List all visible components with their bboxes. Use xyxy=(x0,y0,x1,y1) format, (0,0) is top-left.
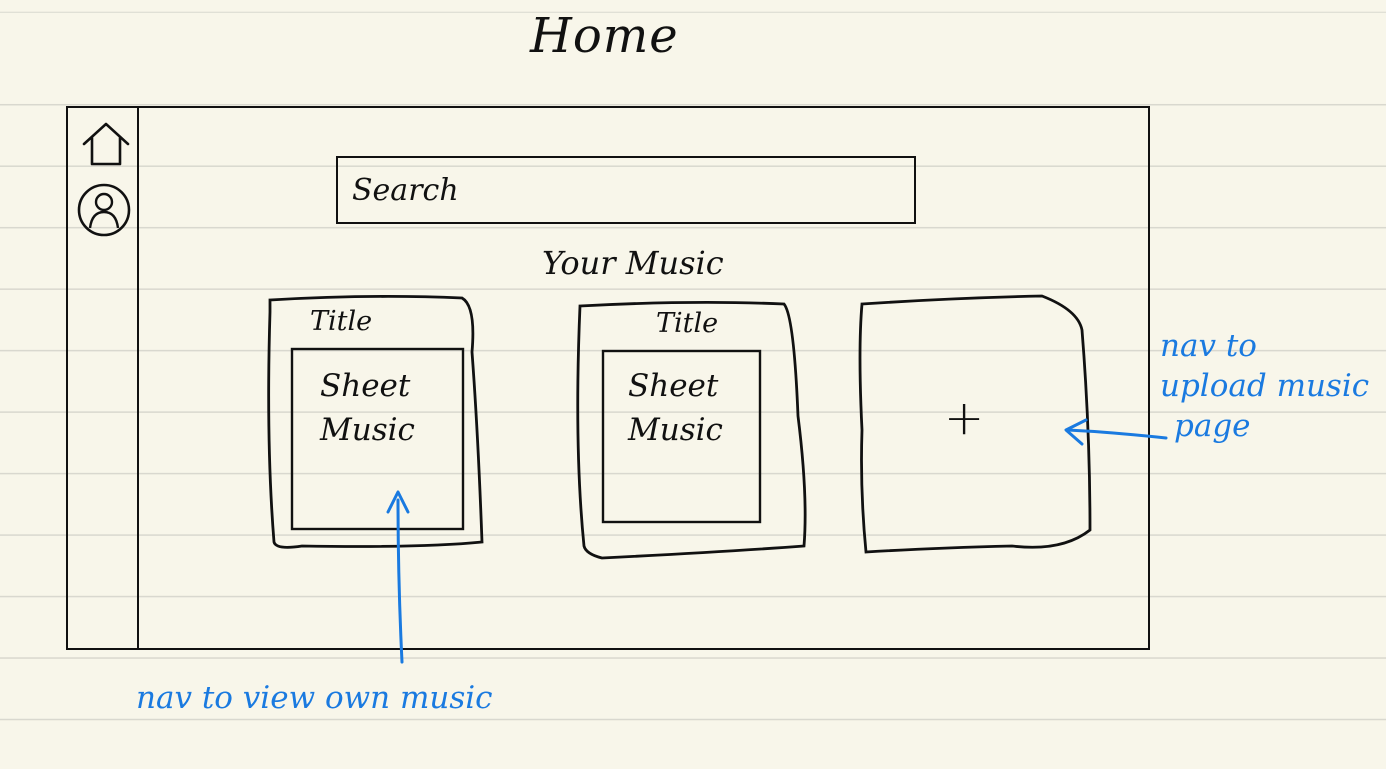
card-title: Title xyxy=(656,308,719,339)
annotation-line: upload music xyxy=(1160,368,1370,404)
upload-annotation: nav to upload music page xyxy=(1160,326,1369,446)
preview-line: Music xyxy=(628,412,723,448)
plus-icon: + xyxy=(944,390,985,446)
preview-line: Sheet xyxy=(628,368,719,404)
annotation-line: nav to xyxy=(1160,328,1257,364)
sheet-music-preview[interactable]: Sheet Music xyxy=(320,364,415,452)
preview-line: Music xyxy=(320,412,415,448)
sheet-music-preview[interactable]: Sheet Music xyxy=(628,364,723,452)
view-annotation: nav to view own music xyxy=(136,680,493,716)
music-card-1[interactable] xyxy=(262,292,492,556)
app-frame xyxy=(66,106,1150,650)
annotation-line: page xyxy=(1174,408,1251,444)
home-icon[interactable] xyxy=(78,120,134,170)
card-title: Title xyxy=(310,306,373,337)
add-music-card[interactable] xyxy=(852,290,1098,558)
preview-line: Sheet xyxy=(320,368,411,404)
search-input[interactable] xyxy=(336,156,916,224)
sidebar xyxy=(66,106,139,650)
music-card-2[interactable] xyxy=(572,296,814,560)
page-title: Home xyxy=(530,8,679,64)
section-title: Your Music xyxy=(542,244,724,282)
user-profile-icon[interactable] xyxy=(76,182,132,238)
